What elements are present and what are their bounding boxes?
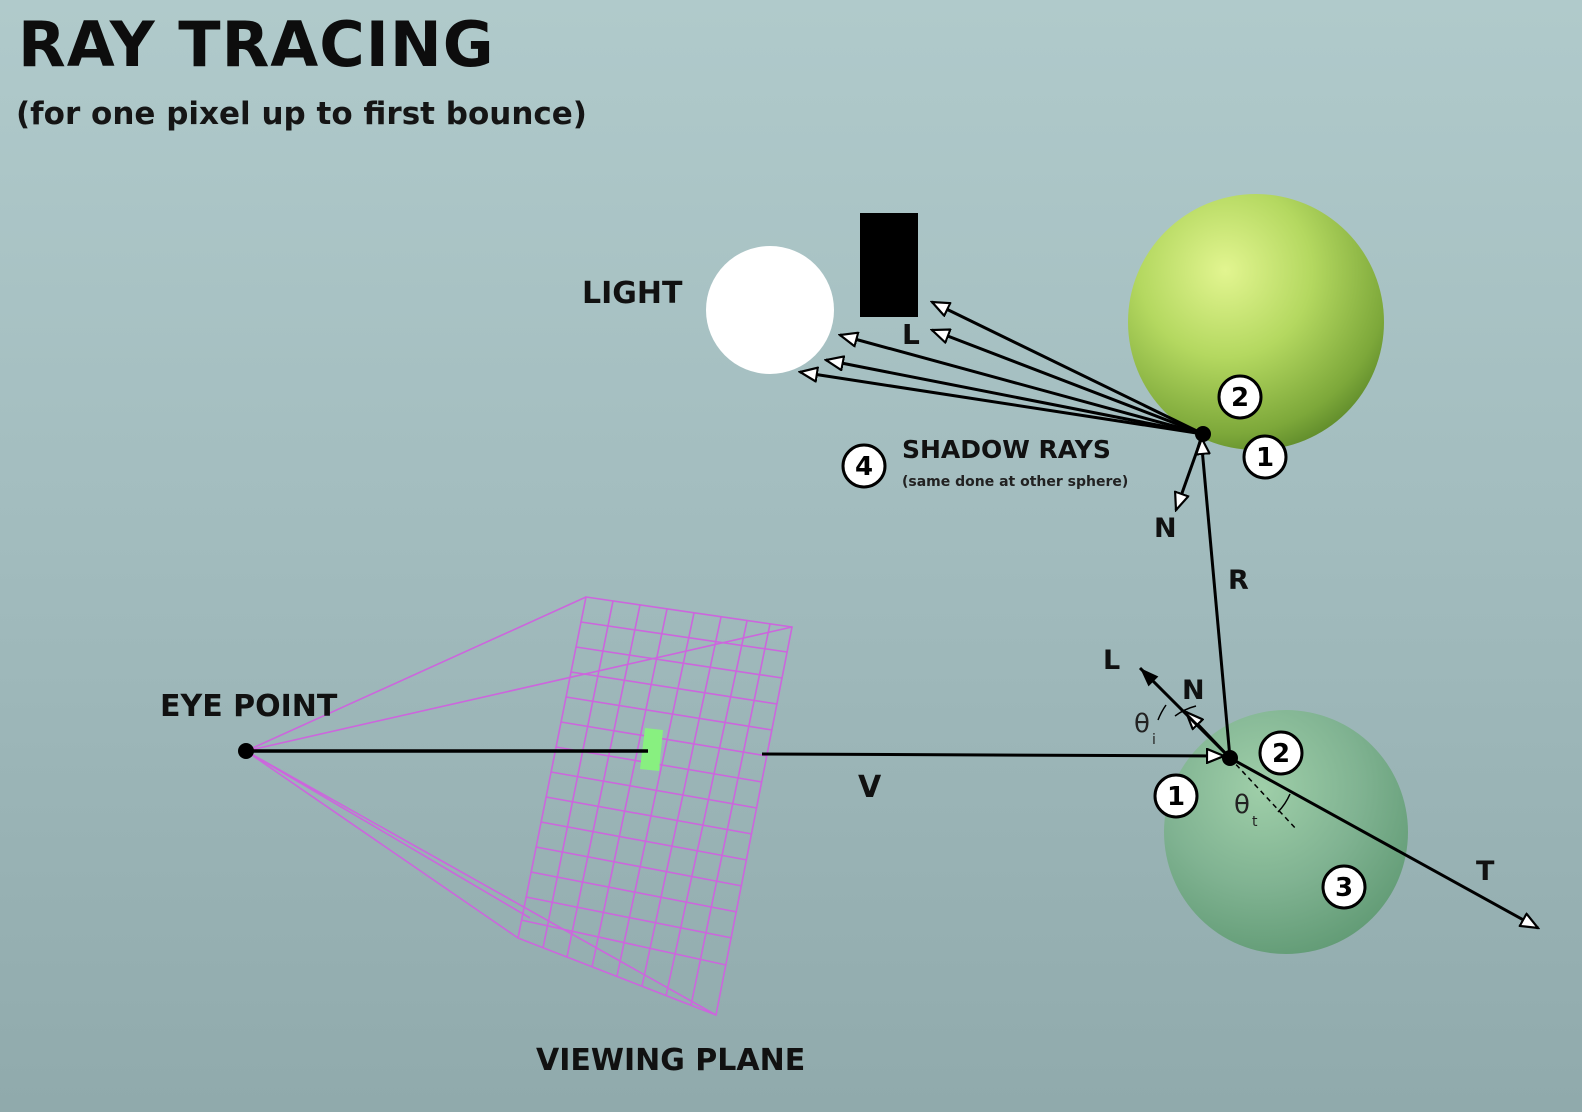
view-frustum (245, 596, 793, 1016)
viewing-plane-grid (517, 596, 793, 1017)
top-l-label: L (902, 318, 920, 351)
theta-t-arc (1277, 793, 1291, 813)
shadow-rays-label: SHADOW RAYS (902, 435, 1111, 464)
marker-shadow-4: 4 (841, 443, 887, 489)
v-label: V (858, 770, 882, 805)
marker-bottom-1: 1 (1153, 773, 1199, 819)
bottom-n-label: N (1182, 675, 1205, 706)
svg-text:3: 3 (1335, 873, 1353, 903)
theta-i-symbol: θ (1134, 709, 1150, 739)
bottom-l-label: L (1103, 645, 1120, 676)
shadow-rays-note: (same done at other sphere) (902, 474, 1128, 490)
reflected-ray-r (1201, 437, 1232, 759)
primary-ray-v (761, 754, 1224, 756)
top-n-label: N (1154, 513, 1177, 544)
svg-text:1: 1 (1256, 443, 1274, 473)
eye-point-label: EYE POINT (160, 689, 338, 724)
marker-top-1: 1 (1242, 434, 1288, 480)
top-sphere (1128, 194, 1384, 450)
shadow-blocker (860, 213, 918, 317)
light-label: LIGHT (582, 276, 683, 311)
theta-i-arc (1157, 704, 1167, 721)
svg-text:2: 2 (1272, 739, 1290, 769)
shadow-rays (800, 300, 1204, 436)
page-title: RAY TRACING (18, 8, 495, 81)
viewing-plane-label: VIEWING PLANE (536, 1043, 805, 1078)
transmitted-ray-t (1229, 756, 1538, 928)
bottom-light-vector-l (1138, 666, 1232, 760)
svg-text:1: 1 (1167, 782, 1185, 812)
light-source (706, 246, 834, 374)
marker-bottom-2: 2 (1258, 730, 1304, 776)
theta-t-symbol: θ (1234, 790, 1250, 820)
t-label: T (1476, 856, 1495, 887)
page-subtitle: (for one pixel up to first bounce) (16, 96, 587, 132)
svg-text:4: 4 (855, 452, 873, 482)
svg-text:2: 2 (1231, 383, 1249, 413)
theta-i-subscript: i (1152, 732, 1156, 748)
r-label: R (1228, 565, 1249, 596)
marker-bottom-3: 3 (1321, 864, 1367, 910)
theta-t-subscript: t (1252, 814, 1258, 830)
top-normal-n (1176, 433, 1205, 510)
dashed-normal (1229, 757, 1298, 831)
highlighted-pixel (640, 728, 663, 771)
marker-top-2: 2 (1217, 374, 1263, 420)
